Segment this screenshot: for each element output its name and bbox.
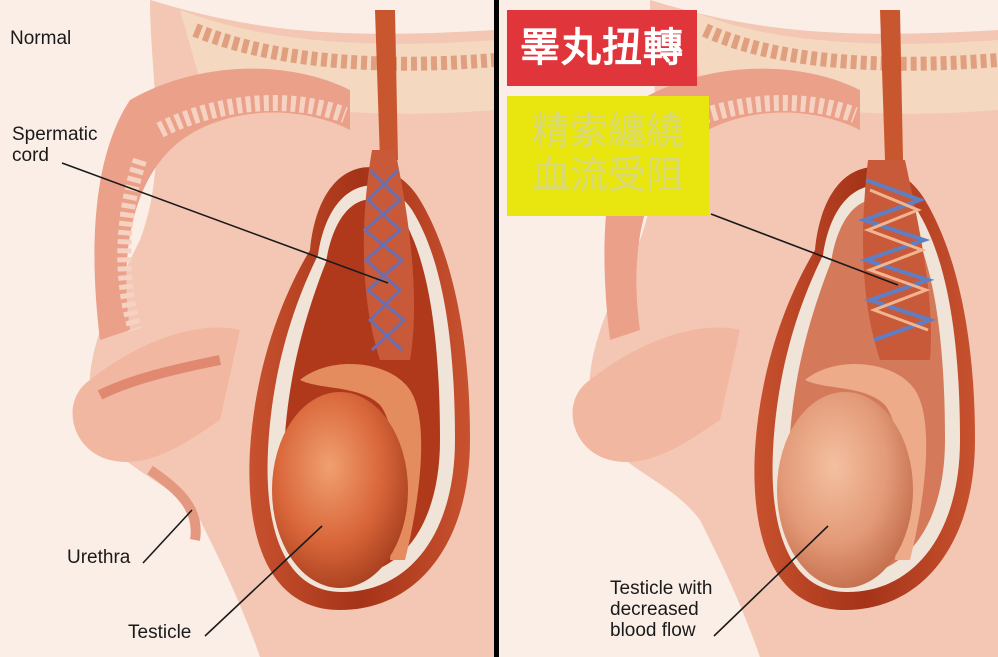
- torsion-note-line2: 血流受阻: [507, 154, 709, 198]
- torsion-note-line1: 精索纏繞: [507, 110, 709, 154]
- panel-divider: [494, 0, 499, 657]
- torsion-title-badge: 睪丸扭轉: [507, 10, 697, 86]
- label-urethra: Urethra: [67, 547, 130, 568]
- torsion-title: 睪丸扭轉: [520, 26, 684, 70]
- label-spermatic-cord: Spermatic cord: [12, 124, 98, 166]
- torsion-note-badge: 精索纏繞 血流受阻: [507, 96, 709, 216]
- label-testicle-decreased-blood-flow: Testicle with decreased blood flow: [610, 578, 712, 641]
- label-testicle: Testicle: [128, 622, 191, 643]
- label-normal: Normal: [10, 28, 71, 49]
